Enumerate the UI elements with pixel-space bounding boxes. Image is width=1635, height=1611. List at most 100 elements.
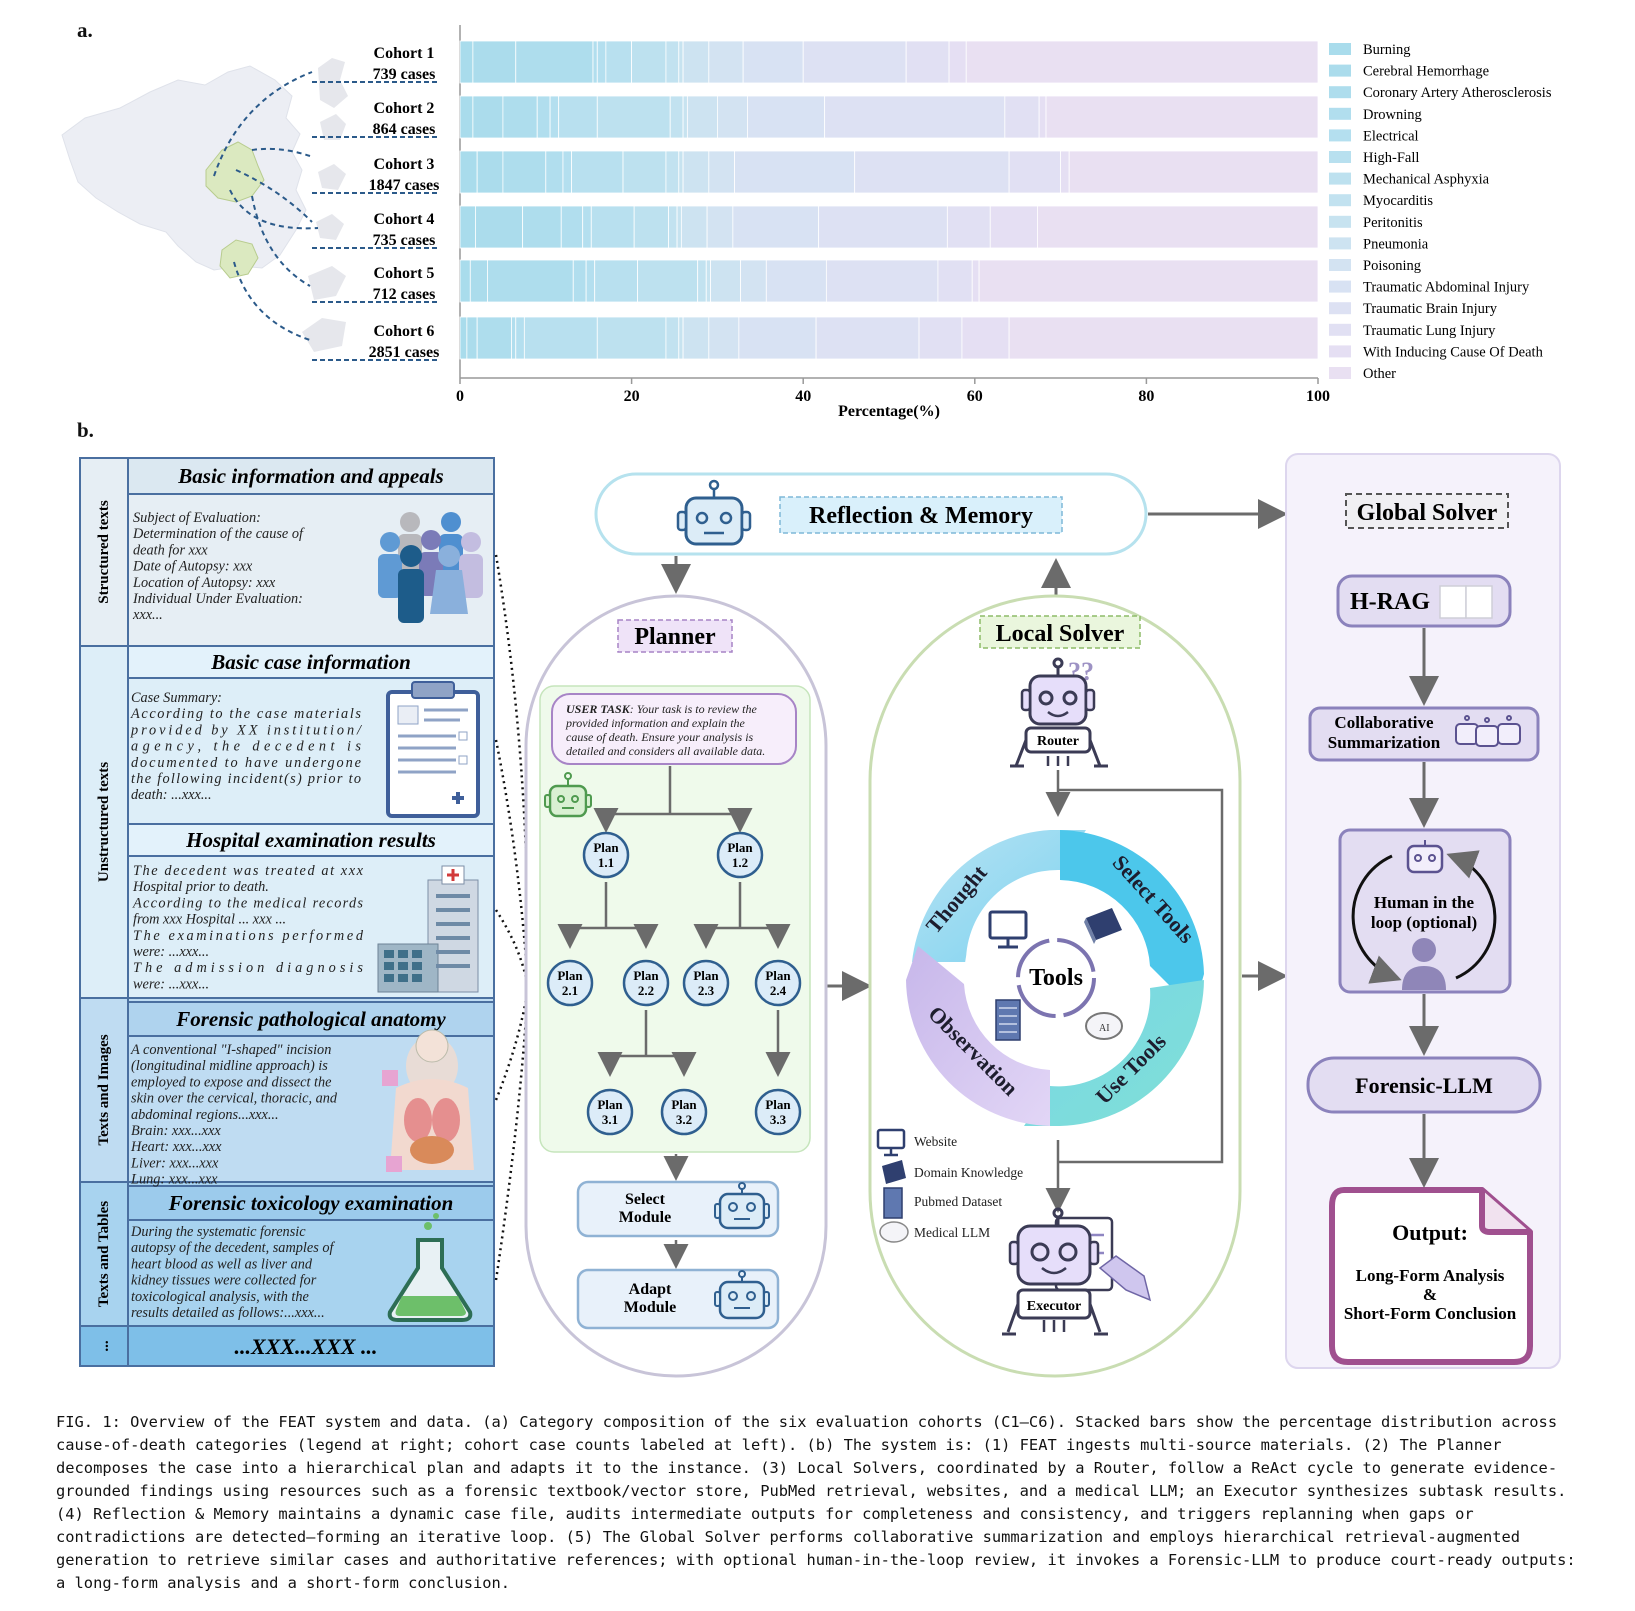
- bar-segment: [1068, 150, 1319, 194]
- router-label: Router: [1037, 734, 1079, 749]
- side-label-images: Texts and Images: [96, 1034, 112, 1145]
- legend-entry: Cerebral Hemorrhage: [1363, 64, 1489, 80]
- resource-domain-knowledge: Domain Knowledge: [914, 1165, 1023, 1180]
- legend-swatch: [1329, 64, 1351, 77]
- bar-segment: [562, 150, 572, 194]
- plan-node-number: 3.2: [676, 1112, 692, 1127]
- section-title-pathology: Forensic pathological anatomy: [175, 1007, 446, 1031]
- section-text-line: Individual Under Evaluation:: [132, 591, 303, 607]
- human-loop-arrows: [1351, 850, 1497, 984]
- plan-tree-lines: [557, 766, 791, 1269]
- bar-segment: [708, 150, 735, 194]
- bar-segment: [582, 205, 592, 249]
- forensic-llm-label: Forensic-LLM: [1355, 1073, 1493, 1098]
- select-module-line-2: Module: [619, 1209, 671, 1226]
- section-text-line: According to the case materials: [130, 706, 361, 722]
- plan-node: [660, 1088, 708, 1136]
- input-materials-column: Structured texts Unstructured texts Text…: [79, 457, 495, 1367]
- side-box-unstructured: [79, 645, 129, 999]
- plan-node-label: Plan: [557, 968, 583, 983]
- user-task-line-3: cause of death. Ensure your analysis is: [566, 730, 754, 744]
- bar-segment: [515, 316, 525, 360]
- local-solver-title-box: [979, 615, 1141, 649]
- planner-title-box: [617, 619, 733, 653]
- legend-entry: Traumatic Brain Injury: [1363, 301, 1498, 317]
- section-text-line: Liver: xxx...xxx: [130, 1155, 219, 1171]
- bar-segment: [961, 316, 1010, 360]
- bar-segment: [523, 316, 598, 360]
- plan-node-label: Plan: [693, 968, 719, 983]
- section-body-more: [127, 1325, 495, 1367]
- plan-tree-area: [539, 685, 811, 1153]
- user-task-text: USER TASK: Your task is to review the pr…: [565, 702, 765, 758]
- server-icon: [995, 999, 1021, 1041]
- bar-segment: [989, 205, 1038, 249]
- plan-node-label: Plan: [765, 968, 791, 983]
- human-loop-line-2: loop (optional): [1371, 913, 1477, 932]
- bar-segment: [946, 205, 991, 249]
- book-icon: [1084, 908, 1122, 944]
- x-tick-label: 80: [1138, 388, 1154, 405]
- bar-segment: [476, 150, 504, 194]
- map-arrows: [213, 71, 319, 341]
- plan-node-number: 3.3: [770, 1112, 787, 1127]
- cohort-5-cases: 712 cases: [373, 286, 436, 303]
- bar-segment: [459, 316, 468, 360]
- plan-node-label: Plan: [765, 1097, 791, 1112]
- tools-center: Tools AI: [988, 908, 1123, 1041]
- bar-segment: [459, 259, 471, 303]
- local-solver-loop: [1045, 770, 1224, 1213]
- section-text-line: from xxx Hospital ... xxx ...: [133, 912, 286, 928]
- forensic-llm-box: [1306, 1056, 1542, 1114]
- section-text-line: documented to have undergone: [131, 755, 362, 771]
- collab-line-1: Collaborative: [1334, 713, 1434, 732]
- pubmed-dataset-icon: [883, 1187, 903, 1219]
- cohort-3-cases: 1847 cases: [369, 177, 440, 194]
- plan-node-number: 3.1: [602, 1112, 618, 1127]
- bar-segment: [1008, 316, 1319, 360]
- x-tick-label: 100: [1306, 388, 1330, 405]
- human-loop-line-1: Human in the: [1374, 893, 1475, 912]
- medical-llm-icon: [879, 1221, 909, 1243]
- panel-b-label: b.: [77, 418, 94, 442]
- section-text-line: Location of Autopsy: xxx: [132, 575, 276, 591]
- bar-segment: [665, 150, 680, 194]
- bar-segment: [937, 259, 973, 303]
- bar-segment: [854, 150, 1010, 194]
- bar-segment: [637, 259, 699, 303]
- anatomy-icon: [382, 1029, 474, 1172]
- plan-node-number: 2.4: [770, 983, 787, 998]
- bar-segment: [665, 316, 680, 360]
- cohort-3-name: Cohort 3: [374, 156, 435, 173]
- bar-segment: [592, 40, 598, 84]
- bar-segment: [511, 316, 517, 360]
- panel-a-figure: Cohort 1 739 cases Cohort 2 864 cases Co…: [61, 25, 1552, 420]
- hospital-icon: [377, 865, 479, 993]
- section-text-line: autopsy of the decedent, samples of: [131, 1240, 336, 1256]
- x-axis-label: Percentage(%): [838, 403, 940, 420]
- title-bar-case-info: [127, 645, 495, 679]
- legend-entry: Myocarditis: [1363, 193, 1433, 209]
- bar-segment: [965, 40, 1319, 84]
- bar-segment: [596, 95, 671, 139]
- svg-text:AI: AI: [1099, 1023, 1110, 1034]
- section-text-line: results detailed as follows:...xxx...: [131, 1305, 325, 1321]
- bar-segment: [622, 150, 667, 194]
- bar-segment: [738, 316, 817, 360]
- clipboard-icon: [386, 681, 480, 818]
- title-bar-hospital: [127, 823, 495, 857]
- bar-segment: [594, 259, 639, 303]
- legend-swatch: [1329, 215, 1351, 228]
- plan-node-number: 2.3: [698, 983, 715, 998]
- resource-website: Website: [914, 1134, 957, 1149]
- adapt-module-line-1: Adapt: [629, 1281, 672, 1298]
- select-tools-segment: [1060, 830, 1204, 1010]
- bar-segment: [459, 40, 474, 84]
- bar-segment: [459, 150, 478, 194]
- side-label-unstructured: Unstructured texts: [96, 762, 112, 882]
- legend-swatch: [1329, 367, 1351, 379]
- section-text-line: Determination of the cause of: [132, 526, 305, 542]
- cohort-underlines: [312, 81, 437, 361]
